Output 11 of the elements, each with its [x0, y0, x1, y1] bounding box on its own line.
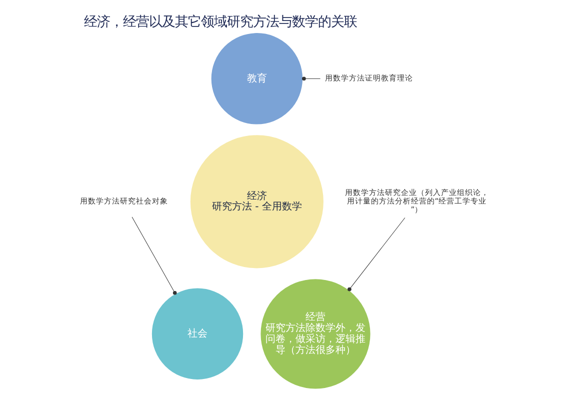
node-circle: 社会: [151, 288, 243, 380]
node-text: 用数学方法证明教育理论: [324, 74, 413, 83]
node-circle: 教育: [210, 33, 302, 124]
node-circle: 经营 研究方法除数学外，发问卷，做采访，逻辑推导（方法很多种）: [260, 279, 370, 389]
node-text: 用数学方法研究企业（列入产业组织论，用计量的方法分析经营的“经营工学专业”）: [344, 188, 488, 214]
node-circle: 经济 研究方法 - 全用数学: [190, 135, 323, 268]
diagram-title: 经济，经营以及其它领域研究方法与数学的关联: [84, 14, 357, 30]
connector: [131, 216, 176, 295]
connector: [347, 218, 405, 292]
connector: [302, 76, 320, 81]
node-text: 用数学方法研究社会对象: [79, 196, 168, 206]
